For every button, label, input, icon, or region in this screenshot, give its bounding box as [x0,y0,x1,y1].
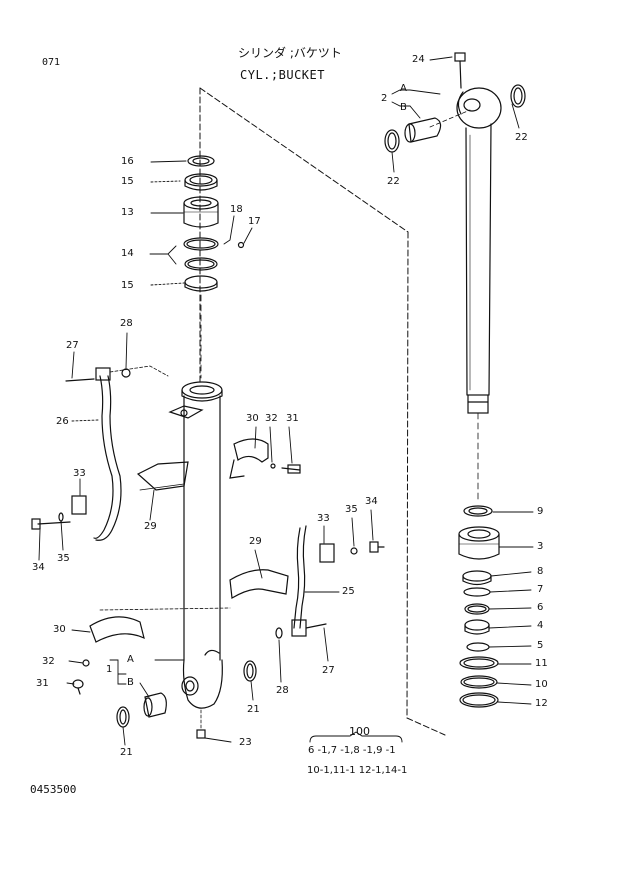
callout-17: 17 [248,216,261,227]
leader-lines [38,56,534,746]
callout-35-right: 35 [345,504,358,515]
pipe-26 [31,365,169,541]
callout-3: 3 [537,541,544,552]
kit-contents-line2: 10-1,11-1 12-1,14-1 [307,765,408,776]
callout-35-left: 35 [57,553,70,564]
callout-11: 11 [535,658,548,669]
callout-5: 5 [537,640,544,651]
callout-10: 10 [535,679,548,690]
callout-16: 16 [121,156,134,167]
callout-4: 4 [537,620,544,631]
rod-cover-parts [183,155,245,379]
piston-rod [384,52,526,501]
callout-22-left: 22 [387,176,400,187]
callout-b-rod: B [400,102,407,113]
callout-18: 18 [230,204,243,215]
callout-1: 1 [106,664,113,675]
callout-15-lower: 15 [121,280,134,291]
callout-31-lower: 31 [36,678,49,689]
callout-22-right: 22 [515,132,528,143]
kit-contents-line1: 6 -1,7 -1,8 -1,9 -1 [308,745,396,756]
callout-30-upper: 30 [246,413,259,424]
callout-a-rod: A [400,83,407,94]
callout-9: 9 [537,506,544,517]
title-japanese: シリンダ ;バケツト [238,46,342,60]
callout-7: 7 [537,584,544,595]
page-number: 071 [42,57,61,68]
callout-14: 14 [121,248,134,259]
callout-27-upper: 27 [66,340,79,351]
callout-25: 25 [342,586,355,597]
callout-23: 23 [239,737,252,748]
clamp-30-upper [229,438,301,479]
clamp-30-lower [72,607,231,695]
callout-12: 12 [535,698,548,709]
callout-34-right: 34 [365,496,378,507]
callout-2: 2 [381,93,388,104]
callout-29-lower: 29 [249,536,262,547]
callout-31-upper: 31 [286,413,299,424]
callout-33-right: 33 [317,513,330,524]
callout-b-tube: B [127,677,134,688]
callout-13: 13 [121,207,134,218]
callout-34-left: 34 [32,562,45,573]
callout-6: 6 [537,602,544,613]
callout-15-upper: 15 [121,176,134,187]
callout-21-right: 21 [247,704,260,715]
callout-30-lower: 30 [53,624,66,635]
callout-32-lower: 32 [42,656,55,667]
callout-32-upper: 32 [265,413,278,424]
title-english: CYL.;BUCKET [240,68,325,82]
pipe-25 [229,525,385,639]
callout-26: 26 [56,416,69,427]
callout-24: 24 [412,54,425,65]
callout-29-upper: 29 [144,521,157,532]
callout-28-lower: 28 [276,685,289,696]
catalog-number: 0453500 [30,783,77,796]
clamp-29-upper [136,461,189,491]
cylinder-tube [116,381,257,739]
callout-21-left: 21 [120,747,133,758]
piston-parts [458,505,500,708]
callout-a-tube: A [127,654,134,665]
callout-28-upper: 28 [120,318,133,329]
callout-33-left: 33 [73,468,86,479]
callout-27-lower: 27 [322,665,335,676]
assembly-boundary-lines [199,87,446,736]
kit-number: 100 [349,725,370,738]
callout-8: 8 [537,566,544,577]
